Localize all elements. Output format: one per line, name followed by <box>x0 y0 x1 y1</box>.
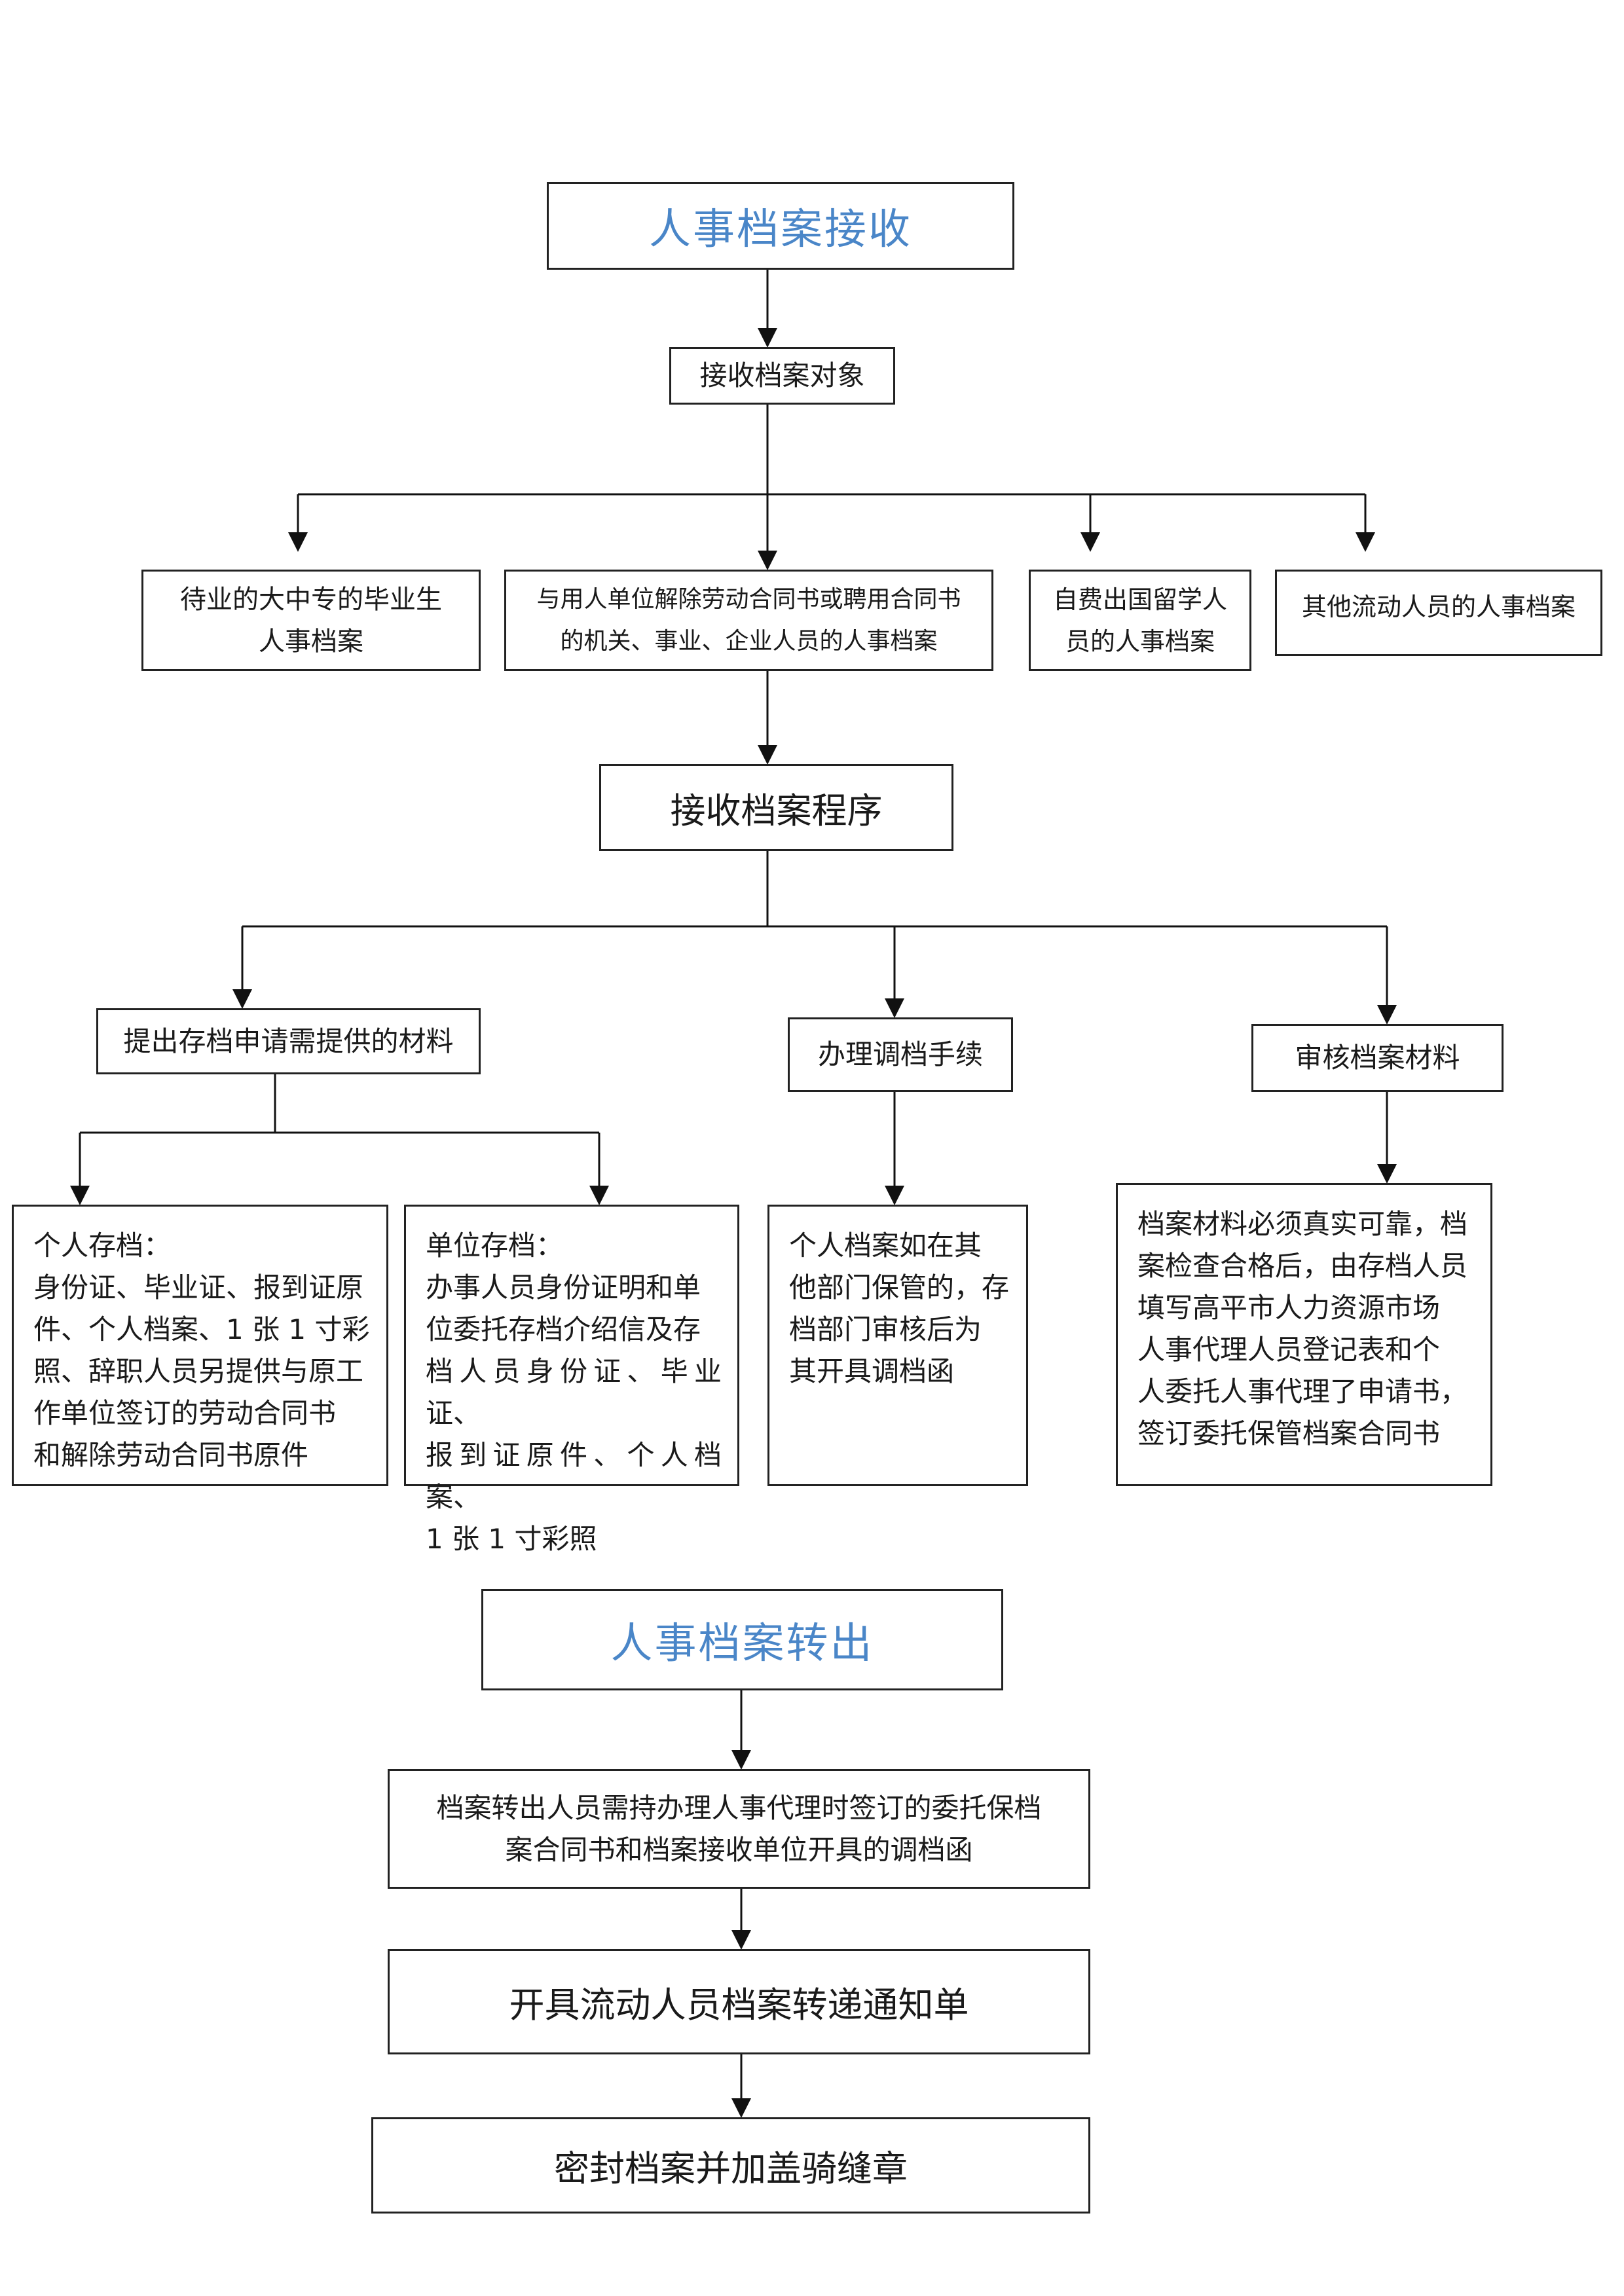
detail-1-line1: 个人存档： <box>33 1230 172 1262</box>
object-3-line1: 自费出国留学人 <box>1052 585 1227 614</box>
transfer-step-box-3: 密封档案并加盖骑缝章 <box>371 2117 1090 2214</box>
detail-4-line1: 档案材料必须真实可靠，档 <box>1137 1208 1468 1240</box>
detail-4-line2: 案检查合格后，由存档人员 <box>1137 1250 1468 1282</box>
detail-3-line2: 他部门保管的，存 <box>789 1271 1010 1303</box>
transfer-step-2-label: 开具流动人员档案转递通知单 <box>509 1984 969 2026</box>
detail-4-line5: 人委托人事代理了申请书， <box>1137 1376 1468 1408</box>
object-box-1: 待业的大中专的毕业生 人事档案 <box>141 570 481 671</box>
detail-2-line5: 报到证原件、个人档案、 <box>426 1439 722 1513</box>
object-2-line2: 的机关、事业、企业人员的人事档案 <box>560 627 938 655</box>
detail-box-4: 档案材料必须真实可靠，档 案检查合格后，由存档人员 填写高平市人力资源市场 人事… <box>1116 1183 1492 1486</box>
object-3-line2: 员的人事档案 <box>1065 627 1215 656</box>
step-1-label: 提出存档申请需提供的材料 <box>123 1025 454 1057</box>
step-box-1: 提出存档申请需提供的材料 <box>96 1008 481 1074</box>
transfer-step-box-1: 档案转出人员需持办理人事代理时签订的委托保档 案合同书和档案接收单位开具的调档函 <box>388 1769 1090 1889</box>
detail-2-line4: 档人员身份证、毕业证、 <box>426 1355 722 1429</box>
step-3-label: 审核档案材料 <box>1295 1042 1460 1074</box>
procedure-label-box: 接收档案程序 <box>599 764 953 851</box>
detail-4-line4: 人事代理人员登记表和个 <box>1137 1334 1441 1366</box>
object-1-line1: 待业的大中专的毕业生 <box>180 584 442 615</box>
detail-box-1: 个人存档： 身份证、毕业证、报到证原 件、个人档案、1 张 1 寸彩 照、辞职人… <box>12 1205 388 1486</box>
detail-2-line6: 1 张 1 寸彩照 <box>426 1523 597 1555</box>
step-2-label: 办理调档手续 <box>817 1038 983 1070</box>
detail-3-line4: 其开具调档函 <box>789 1355 955 1387</box>
object-4-line1: 其他流动人员的人事档案 <box>1301 592 1576 621</box>
step-box-3: 审核档案材料 <box>1251 1024 1504 1092</box>
object-box-3: 自费出国留学人 员的人事档案 <box>1029 570 1251 671</box>
detail-2-line2: 办事人员身份证明和单 <box>426 1271 701 1303</box>
transfer-title-box: 人事档案转出 <box>481 1589 1003 1690</box>
detail-4-line6: 签订委托保管档案合同书 <box>1137 1417 1441 1449</box>
detail-1-line4: 照、辞职人员另提供与原工 <box>33 1355 364 1387</box>
object-1-line2: 人事档案 <box>259 626 363 657</box>
reception-title-box: 人事档案接收 <box>547 182 1014 270</box>
reception-title: 人事档案接收 <box>649 206 912 254</box>
object-box-2: 与用人单位解除劳动合同书或聘用合同书 的机关、事业、企业人员的人事档案 <box>504 570 993 671</box>
detail-box-2: 单位存档： 办事人员身份证明和单 位委托存档介绍信及存 档人员身份证、毕业证、 … <box>404 1205 739 1555</box>
object-box-4: 其他流动人员的人事档案 <box>1275 570 1602 656</box>
detail-4-line3: 填写高平市人力资源市场 <box>1137 1292 1441 1324</box>
transfer-title: 人事档案转出 <box>610 1619 874 1668</box>
transfer-step-box-2: 开具流动人员档案转递通知单 <box>388 1949 1090 2054</box>
detail-box-3: 个人档案如在其 他部门保管的，存 档部门审核后为 其开具调档函 <box>767 1205 1028 1486</box>
detail-2-line1: 单位存档： <box>426 1230 564 1262</box>
transfer-step-1-line2: 案合同书和档案接收单位开具的调档函 <box>505 1833 973 1866</box>
detail-1-line2: 身份证、毕业证、报到证原 <box>33 1271 364 1303</box>
detail-3-line1: 个人档案如在其 <box>789 1230 982 1262</box>
procedure-label: 接收档案程序 <box>670 790 883 831</box>
detail-2-line3: 位委托存档介绍信及存 <box>426 1313 701 1345</box>
detail-1-line3: 件、个人档案、1 张 1 寸彩 <box>33 1313 370 1345</box>
objects-label: 接收档案对象 <box>699 359 865 392</box>
step-box-2: 办理调档手续 <box>788 1017 1013 1092</box>
transfer-step-1-line1: 档案转出人员需持办理人事代理时签订的委托保档 <box>436 1791 1042 1824</box>
transfer-step-3-label: 密封档案并加盖骑缝章 <box>554 2148 908 2189</box>
object-2-line1: 与用人单位解除劳动合同书或聘用合同书 <box>536 585 961 613</box>
detail-1-line5: 作单位签订的劳动合同书 <box>33 1397 337 1429</box>
objects-label-box: 接收档案对象 <box>669 347 895 405</box>
detail-3-line3: 档部门审核后为 <box>789 1313 982 1345</box>
detail-1-line6: 和解除劳动合同书原件 <box>33 1439 309 1471</box>
